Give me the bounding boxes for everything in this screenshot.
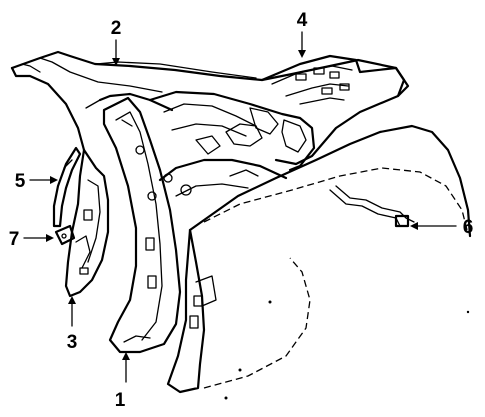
callout-4: 4 — [297, 10, 308, 31]
part-1-lock-pillar — [102, 96, 182, 354]
part-3-inner-quarter-lower — [64, 148, 110, 298]
callout-2: 2 — [111, 18, 122, 39]
arrow-7 — [46, 234, 54, 242]
arrow-5 — [50, 176, 58, 184]
arrow-4 — [298, 50, 306, 58]
arrow-1 — [122, 352, 130, 360]
part-4-rear-shelf-panel — [249, 54, 406, 166]
callout-labels: 1 2 3 4 5 6 7 — [9, 10, 474, 411]
inner-wheelhouse — [148, 90, 316, 197]
callout-5: 5 — [15, 171, 26, 192]
arrow-2 — [112, 58, 120, 66]
detail-marks — [224, 300, 470, 400]
part-5-pillar-strip — [52, 146, 82, 228]
callout-7: 7 — [9, 229, 20, 250]
part-7-bracket — [54, 224, 76, 246]
callout-3: 3 — [67, 332, 78, 353]
part-2-inner-quarter-frame — [10, 50, 410, 152]
leader-lines — [23, 31, 457, 383]
callout-1: 1 — [115, 390, 126, 411]
part-6-outer-quarter-panel — [166, 124, 472, 394]
arrow-3 — [68, 296, 76, 304]
callout-6: 6 — [463, 217, 474, 238]
arrow-6 — [410, 222, 418, 230]
